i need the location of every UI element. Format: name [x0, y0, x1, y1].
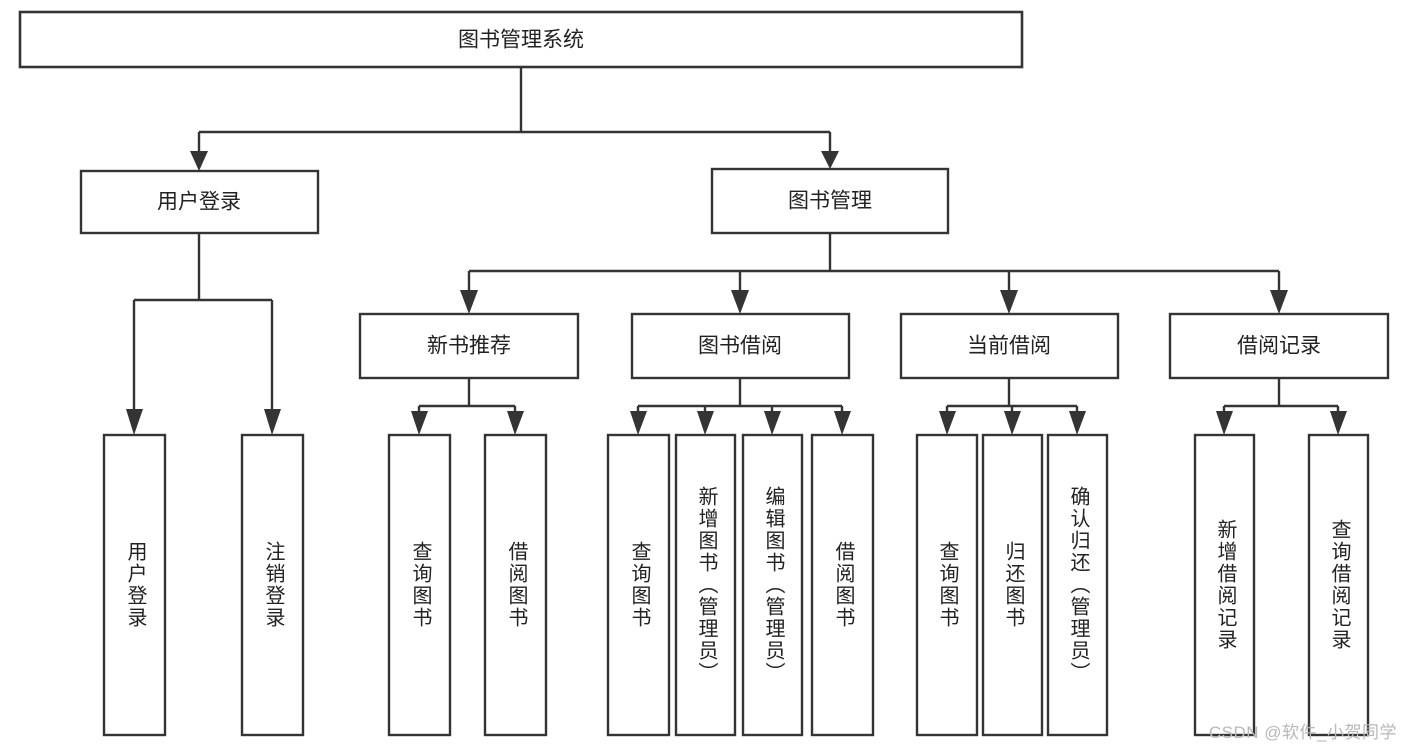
node-leaf-query-book-2-box[interactable] [606, 433, 671, 737]
arrow-head-leaf-user-logout [264, 409, 281, 435]
node-leaf-query-record-box[interactable] [1307, 433, 1370, 737]
arrow-head-leaf-borrow-book-2 [834, 411, 851, 435]
node-leaf-confirm-return[interactable]: 确认归还（管理员） [1046, 433, 1109, 737]
arrow-head-leaf-query-book-3 [939, 411, 956, 435]
node-leaf-borrow-book-1[interactable]: 借阅图书 [483, 433, 548, 737]
node-current-borrow-label: 当前借阅 [967, 335, 1051, 358]
node-leaf-confirm-return-box[interactable] [1046, 433, 1109, 737]
node-leaf-edit-book-label: 编辑图书（管理员） [762, 486, 785, 684]
node-book-manage-box[interactable] [710, 167, 950, 235]
arrow-head-leaf-add-book [697, 411, 714, 435]
node-current-borrow-box[interactable] [899, 312, 1120, 380]
node-leaf-query-record-label: 查询借阅记录 [1328, 519, 1351, 651]
node-leaf-user-login-box[interactable] [102, 433, 167, 737]
node-book-borrow-label: 图书借阅 [698, 335, 782, 358]
node-leaf-query-book-2-label: 查询图书 [628, 541, 651, 629]
node-current-borrow[interactable]: 当前借阅 [899, 312, 1120, 380]
node-user-login-label: 用户登录 [157, 191, 241, 214]
node-leaf-borrow-book-1-label: 借阅图书 [505, 541, 528, 629]
node-new-book-rec-box[interactable] [358, 312, 580, 380]
node-leaf-query-book-3[interactable]: 查询图书 [915, 433, 979, 737]
node-leaf-return-book[interactable]: 归还图书 [981, 433, 1044, 737]
node-borrow-record-label: 借阅记录 [1237, 335, 1321, 358]
node-leaf-user-logout-label: 注销登录 [262, 541, 285, 629]
node-leaf-query-book-2[interactable]: 查询图书 [606, 433, 671, 737]
node-new-book-rec-label: 新书推荐 [427, 335, 511, 358]
node-new-book-rec[interactable]: 新书推荐 [358, 312, 580, 380]
arrow-head-user-login [190, 151, 208, 171]
arrow-head-leaf-confirm-return [1069, 411, 1086, 435]
arrow-head-leaf-query-book-2 [630, 411, 647, 435]
node-leaf-add-record[interactable]: 新增借阅记录 [1193, 433, 1256, 737]
node-leaf-query-book-1-box[interactable] [387, 433, 452, 737]
node-leaf-return-book-label: 归还图书 [1002, 541, 1025, 629]
arrow-head-leaf-return-book [1004, 411, 1021, 435]
arrow-head-leaf-user-login [126, 409, 143, 435]
node-leaf-edit-book-box[interactable] [741, 433, 804, 737]
node-leaf-add-record-box[interactable] [1193, 433, 1256, 737]
nodes-layer: 图书管理系统 用户登录 图书管理 新书推荐 图书借阅 [18, 10, 1390, 737]
node-root-label: 图书管理系统 [458, 29, 584, 52]
node-leaf-add-book-label: 新增图书（管理员） [695, 486, 718, 684]
node-leaf-borrow-book-1-box[interactable] [483, 433, 548, 737]
node-leaf-confirm-return-label: 确认归还（管理员） [1067, 486, 1090, 684]
node-leaf-add-book-box[interactable] [674, 433, 737, 737]
node-book-borrow[interactable]: 图书借阅 [630, 312, 851, 380]
node-root[interactable]: 图书管理系统 [18, 10, 1024, 69]
node-book-borrow-box[interactable] [630, 312, 851, 380]
node-leaf-user-login[interactable]: 用户登录 [102, 433, 167, 737]
node-leaf-borrow-book-2[interactable]: 借阅图书 [810, 433, 875, 737]
node-leaf-user-login-label: 用户登录 [124, 541, 147, 629]
node-leaf-user-logout-box[interactable] [240, 433, 305, 737]
node-leaf-query-book-3-box[interactable] [915, 433, 979, 737]
arrow-head-leaf-query-record [1330, 411, 1347, 435]
node-leaf-borrow-book-2-label: 借阅图书 [832, 541, 855, 629]
arrow-head-leaf-edit-book [764, 411, 781, 435]
node-leaf-add-record-label: 新增借阅记录 [1214, 519, 1237, 651]
node-user-login-box[interactable] [79, 169, 320, 235]
arrow-head-leaf-borrow-book-1 [507, 411, 524, 435]
csdn-watermark: CSDN @软件_小贺同学 [1208, 723, 1397, 742]
arrow-head-leaf-query-book-1 [411, 411, 428, 435]
edges-layer [126, 67, 1347, 435]
arrow-head-book-borrow [731, 290, 749, 314]
node-book-manage-label: 图书管理 [788, 190, 872, 213]
node-leaf-query-book-1[interactable]: 查询图书 [387, 433, 452, 737]
arrow-head-current-borrow [1000, 290, 1018, 314]
node-leaf-borrow-book-2-box[interactable] [810, 433, 875, 737]
node-leaf-query-record[interactable]: 查询借阅记录 [1307, 433, 1370, 737]
node-leaf-query-book-3-label: 查询图书 [936, 541, 959, 629]
arrow-head-book-manage [821, 151, 839, 169]
arrow-head-borrow-record [1270, 290, 1288, 314]
node-leaf-add-book[interactable]: 新增图书（管理员） [674, 433, 737, 737]
arrow-head-new-book-rec [460, 290, 478, 314]
node-user-login[interactable]: 用户登录 [79, 169, 320, 235]
node-borrow-record-box[interactable] [1168, 312, 1390, 380]
arrow-head-leaf-add-record [1216, 411, 1233, 435]
node-leaf-query-book-1-label: 查询图书 [409, 541, 432, 629]
node-root-box[interactable] [18, 10, 1024, 69]
node-leaf-return-book-box[interactable] [981, 433, 1044, 737]
node-leaf-user-logout[interactable]: 注销登录 [240, 433, 305, 737]
node-leaf-edit-book[interactable]: 编辑图书（管理员） [741, 433, 804, 737]
node-book-manage[interactable]: 图书管理 [710, 167, 950, 235]
node-borrow-record[interactable]: 借阅记录 [1168, 312, 1390, 380]
